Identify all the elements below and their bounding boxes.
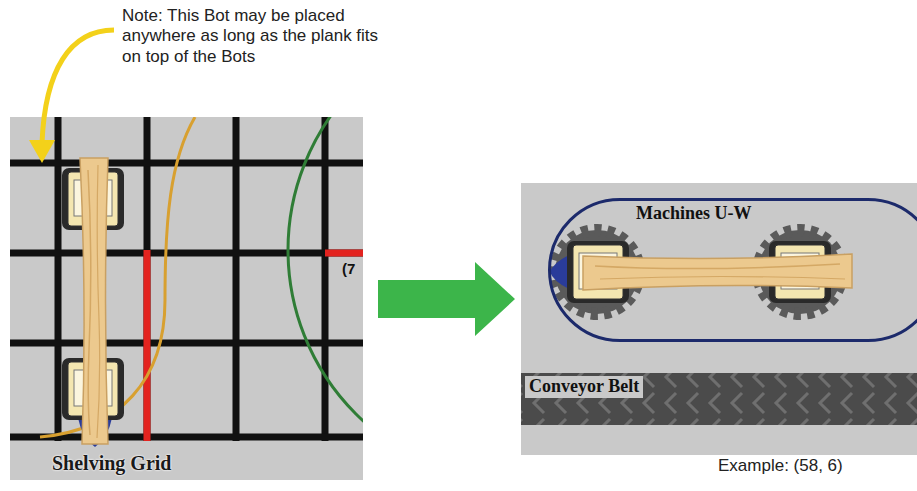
area-ground [521, 183, 917, 455]
machine-zone: Machines U-W [548, 198, 917, 342]
shelving-grid-panel: Shelving Grid [10, 117, 363, 480]
red-boundary [325, 250, 363, 257]
shelving-grid [10, 117, 363, 480]
grid-lines [10, 117, 363, 441]
conveyor-belt: Conveyor Belt [521, 373, 917, 425]
red-boundary [144, 250, 151, 441]
wood-plank [80, 158, 108, 444]
node-label: Conveyor Belt [525, 376, 643, 398]
node-label: Machines U-W [636, 203, 752, 225]
note-text: Note: This Bot may be placed anywhere as… [122, 6, 386, 67]
orange-path [40, 117, 195, 437]
example-text: Example: (58, 6) [718, 456, 908, 476]
node-label: Shelving Grid [52, 451, 171, 475]
grid-ground [10, 117, 363, 480]
conveyor-belt-band [521, 373, 917, 425]
flow-arrow [378, 262, 515, 336]
machine-area [521, 183, 917, 455]
wood-plank [583, 254, 852, 290]
note-arrow [29, 30, 114, 163]
green-path [288, 117, 363, 480]
grid-coordinate: (7 [342, 260, 362, 278]
